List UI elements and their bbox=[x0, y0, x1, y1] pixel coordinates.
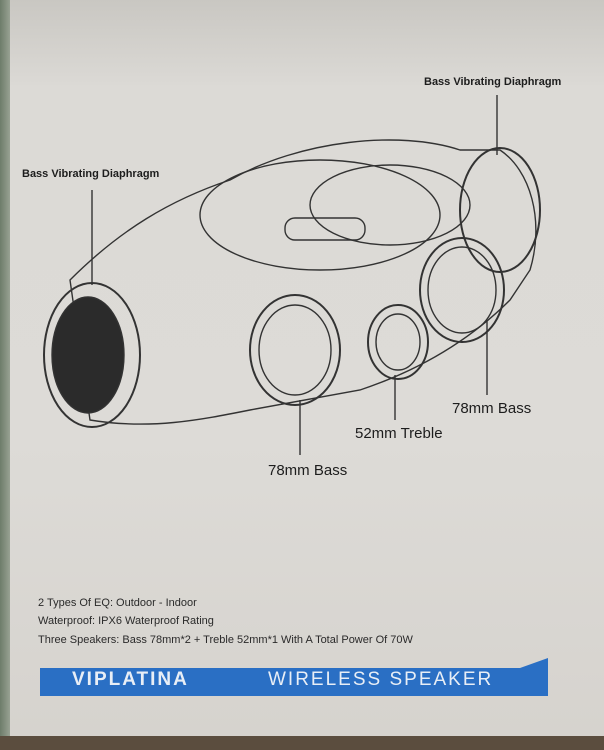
callout-bass-diaphragm-right: Bass Vibrating Diaphragm bbox=[424, 76, 562, 88]
callout-bass-diaphragm-left: Bass Vibrating Diaphragm bbox=[22, 168, 160, 180]
spec-waterproof: Waterproof: IPX6 Waterproof Rating bbox=[38, 615, 214, 627]
callout-78mm-bass-right: 78mm Bass bbox=[452, 400, 532, 417]
spec-eq: 2 Types Of EQ: Outdoor - Indoor bbox=[38, 597, 197, 609]
surface bbox=[0, 736, 604, 750]
product-title: WIRELESS SPEAKER bbox=[268, 669, 494, 690]
brand-logo: VIPLATINA bbox=[72, 669, 189, 690]
callout-52mm-treble: 52mm Treble bbox=[355, 425, 443, 442]
spec-speakers: Three Speakers: Bass 78mm*2 + Treble 52m… bbox=[38, 634, 413, 646]
callout-78mm-bass-left: 78mm Bass bbox=[268, 462, 348, 479]
